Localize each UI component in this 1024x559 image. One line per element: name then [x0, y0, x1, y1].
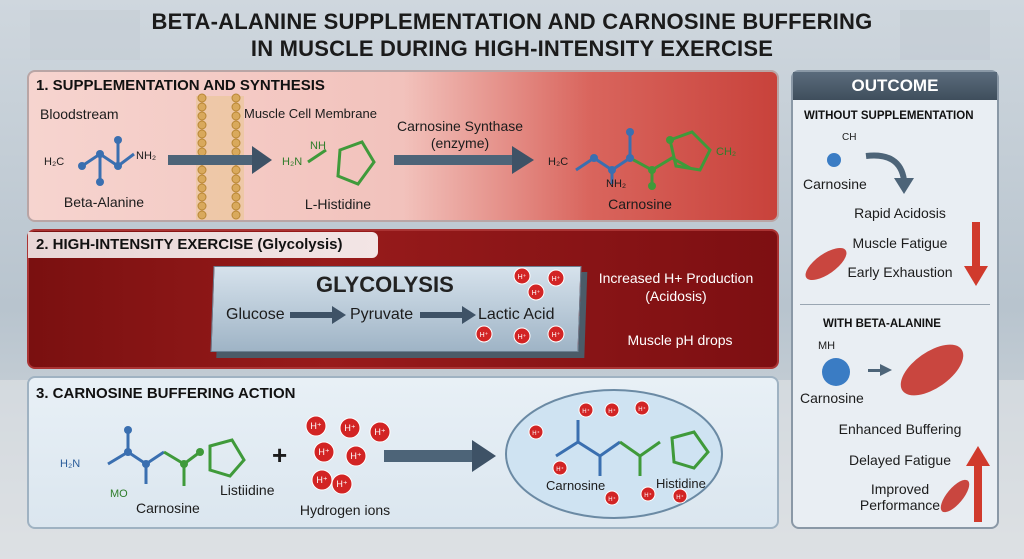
page-title: BETA-ALANINE SUPPLEMENTATION AND CARNOSI… — [0, 8, 1024, 62]
without-item-1: Rapid Acidosis — [854, 205, 946, 221]
chem-h2c-label: H₂C — [44, 156, 65, 168]
section3-heading: 3. CARNOSINE BUFFERING ACTION — [36, 385, 296, 402]
carnosine-h2c-label: H₂C — [548, 156, 569, 168]
carnosine-ch2-label: CH₂ — [716, 146, 737, 158]
increased-h-label-line2: (Acidosis) — [645, 288, 707, 304]
with-carnosine-label: Carnosine — [800, 390, 864, 406]
membrane-label: Muscle Cell Membrane — [244, 106, 377, 121]
panel-outcome — [791, 70, 999, 529]
title-line-2: IN MUSCLE DURING HIGH-INTENSITY EXERCISE — [250, 36, 774, 61]
lactic-acid-label: Lactic Acid — [478, 306, 555, 323]
without-item-2: Muscle Fatigue — [852, 235, 948, 251]
with-item-4: Performance — [859, 497, 941, 513]
mo-label: MO — [110, 488, 128, 500]
panel-supplementation — [27, 70, 779, 222]
title-line-1: BETA-ALANINE SUPPLEMENTATION AND CARNOSI… — [151, 9, 873, 34]
chem-h2n-label: H₂N — [282, 156, 303, 168]
pyruvate-label: Pyruvate — [350, 306, 414, 323]
chem-nh-label: NH — [310, 140, 326, 152]
section2-heading-band — [28, 232, 378, 258]
hydrogen-ions-label: Hydrogen ions — [299, 502, 391, 518]
without-ch-label: CH — [842, 132, 857, 143]
outcome-heading: OUTCOME — [793, 72, 997, 100]
glucose-label: Glucose — [226, 306, 285, 323]
without-carnosine-label: Carnosine — [803, 176, 867, 192]
section2-heading: 2. HIGH-INTENSITY EXERCISE (Glycolysis) — [36, 236, 343, 253]
without-heading: WITHOUT SUPPLEMENTATION — [804, 110, 974, 122]
with-item-3: Improved — [870, 481, 930, 497]
carnosine-nh2-label: NH₂ — [606, 178, 627, 190]
enzyme-label-line2: (enzyme) — [430, 135, 490, 151]
bloodstream-label: Bloodstream — [40, 106, 119, 122]
l-histidine-label: L-Histidine — [304, 196, 372, 212]
enzyme-label-line1: Carnosine Synthase — [396, 118, 524, 134]
carnosine-product-label: Carnosine — [608, 196, 672, 212]
listiidine-label: Listiidine — [220, 482, 275, 498]
with-mh-label: MH — [818, 340, 836, 352]
without-item-3: Early Exhaustion — [847, 264, 953, 280]
glycolysis-title: GLYCOLYSIS — [316, 272, 454, 297]
beta-alanine-label: Beta-Alanine — [63, 194, 145, 210]
with-heading: WITH BETA-ALANINE — [823, 318, 941, 330]
buffer-carnosine-label: Carnosine — [136, 500, 200, 516]
with-item-1: Enhanced Buffering — [838, 421, 962, 437]
section1-heading: 1. SUPPLEMENTATION AND SYNTHESIS — [36, 77, 325, 94]
plus-sign: + — [272, 440, 288, 470]
increased-h-label-line1: Increased H+ Production — [598, 270, 754, 286]
bound-histidine-label: Histidine — [656, 476, 706, 491]
outcome-divider — [800, 304, 990, 305]
with-item-2: Delayed Fatigue — [849, 452, 951, 468]
ph-drops-label: Muscle pH drops — [627, 332, 733, 348]
h2n-label: H₂N — [60, 458, 81, 470]
bound-carnosine-label: Carnosine — [546, 478, 606, 493]
chem-nh2-label: NH₂ — [136, 150, 157, 162]
